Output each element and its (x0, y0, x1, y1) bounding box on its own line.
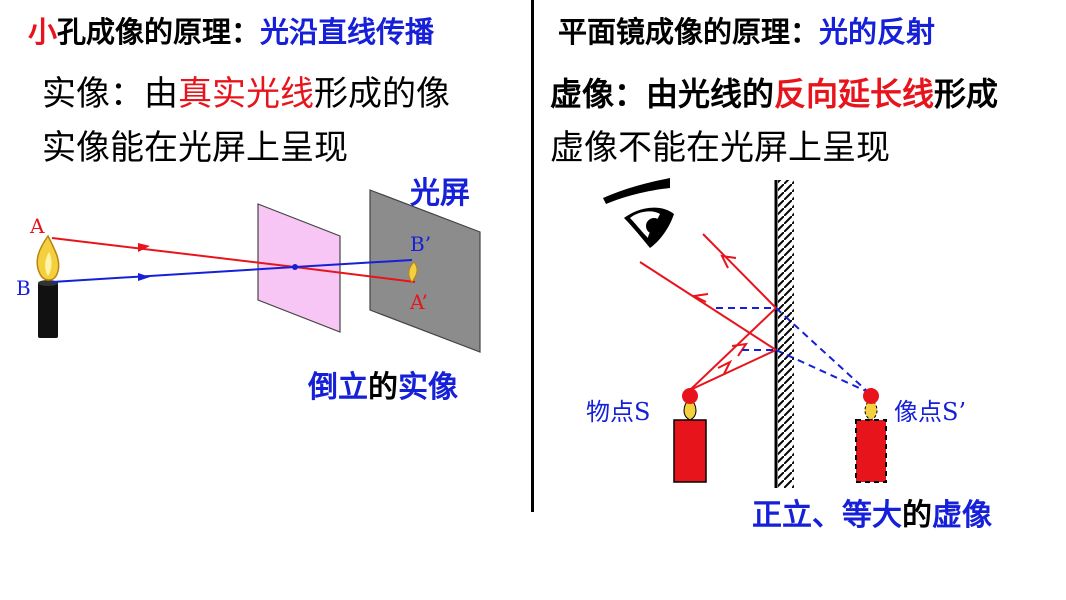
left-heading: 小孔成像的原理：光沿直线传播 (28, 14, 434, 50)
right-heading-highlight: 光的反射 (819, 15, 936, 49)
ray-a (51, 237, 296, 268)
right-caption-b: 的 (902, 498, 932, 533)
left-line-1: 实像：由真实光线形成的像 (42, 74, 450, 114)
left-line-1-highlight: 真实光线 (178, 74, 314, 114)
image-flame (408, 261, 418, 283)
right-line-1-a: 虚像：由光线的 (550, 75, 775, 113)
reflected-ray-1 (702, 233, 777, 309)
left-caption-a: 倒立 (308, 370, 368, 405)
left-line-2: 实像能在光屏上呈现 (42, 128, 348, 168)
right-caption: 正立、等大的虚像 (752, 498, 992, 534)
incident-ray-1 (689, 307, 777, 391)
left-heading-highlight: 光沿直线传播 (260, 15, 435, 49)
incident-ray-2 (689, 349, 777, 391)
right-heading-prefix: 平面镜成像的原理： (558, 15, 820, 49)
right-caption-c: 虚像 (932, 498, 992, 533)
eye (603, 178, 674, 248)
ray-b (51, 266, 296, 283)
arrow-out-2 (690, 293, 709, 303)
arrow-out-1 (720, 254, 737, 269)
left-caption: 倒立的实像 (308, 370, 458, 406)
extension-2 (775, 349, 869, 393)
object-label: 物点S (586, 398, 651, 426)
light-screen (369, 189, 481, 353)
mirror-hatch (778, 180, 794, 488)
object-candle (673, 388, 707, 483)
left-caption-b: 的 (368, 370, 398, 405)
ray-a-image (294, 266, 416, 283)
label-a-image: A’ (410, 290, 428, 314)
right-heading: 平面镜成像的原理：光的反射 (558, 14, 935, 50)
arrow-b (138, 273, 150, 281)
center-divider (531, 0, 534, 512)
ray-b-image (294, 259, 413, 268)
right-line-1-b: 形成 (934, 75, 999, 113)
right-caption-a: 正立、等大 (752, 498, 902, 533)
right-line-1-highlight: 反向延长线 (774, 75, 935, 113)
label-b: B (16, 276, 31, 300)
image-candle (855, 388, 887, 483)
left-caption-c: 实像 (398, 370, 458, 405)
reflected-ray-2 (639, 261, 777, 351)
candle-object (36, 234, 60, 338)
label-a: A (30, 214, 45, 238)
left-line-1-suffix: 形成的像 (314, 74, 450, 114)
left-line-1-prefix: 实像：由 (42, 74, 178, 114)
arrow-a (138, 243, 150, 252)
left-heading-mid: 孔成像的原理： (57, 15, 261, 49)
pinhole (292, 264, 298, 270)
arrow-in-1 (731, 342, 749, 357)
label-b-image: B’ (410, 232, 432, 256)
right-line-1: 虚像：由光线的反向延长线形成 (550, 74, 998, 114)
screen-label: 光屏 (410, 176, 470, 211)
left-heading-prefix: 小 (28, 15, 58, 49)
arrow-in-2 (717, 359, 733, 375)
extension-1 (775, 307, 869, 393)
right-line-2: 虚像不能在光屏上呈现 (550, 128, 890, 168)
image-label: 像点S’ (894, 398, 967, 426)
